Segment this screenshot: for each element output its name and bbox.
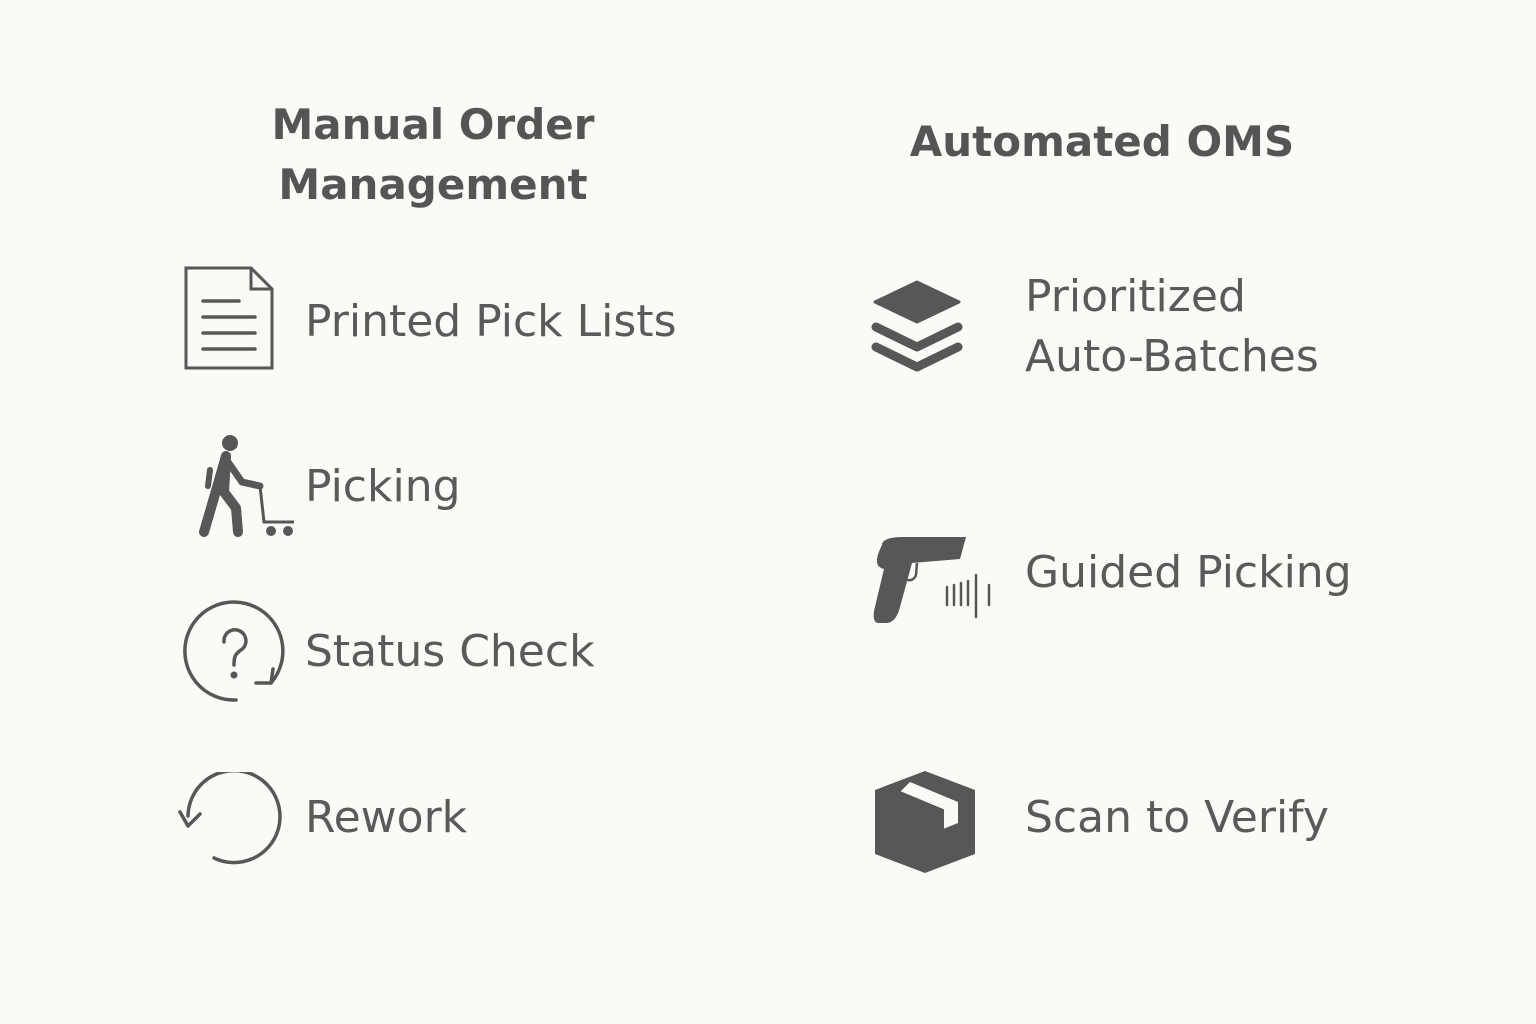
item-label: Status Check <box>305 626 595 677</box>
person-pushing-cart-icon <box>196 432 298 540</box>
item-label: Prioritized Auto-Batches <box>1025 267 1319 387</box>
title-line: Manual Order <box>271 100 595 149</box>
barcode-scanner-icon <box>872 535 994 627</box>
item-label: Picking <box>305 461 461 512</box>
left-column-title: Manual Order Management <box>233 95 633 215</box>
layers-icon <box>871 280 963 384</box>
question-refresh-icon <box>181 599 287 705</box>
document-icon <box>183 265 275 371</box>
item-label: Scan to Verify <box>1025 792 1329 843</box>
counterclockwise-arrow-icon <box>176 772 282 866</box>
label-line: Prioritized <box>1025 271 1246 322</box>
item-label: Printed Pick Lists <box>305 296 677 347</box>
item-label: Rework <box>305 792 468 843</box>
title-line: Management <box>278 160 588 209</box>
item-label: Guided Picking <box>1025 547 1352 598</box>
right-column-title: Automated OMS <box>909 117 1295 166</box>
package-box-icon <box>873 770 977 874</box>
label-line: Auto-Batches <box>1025 331 1319 382</box>
